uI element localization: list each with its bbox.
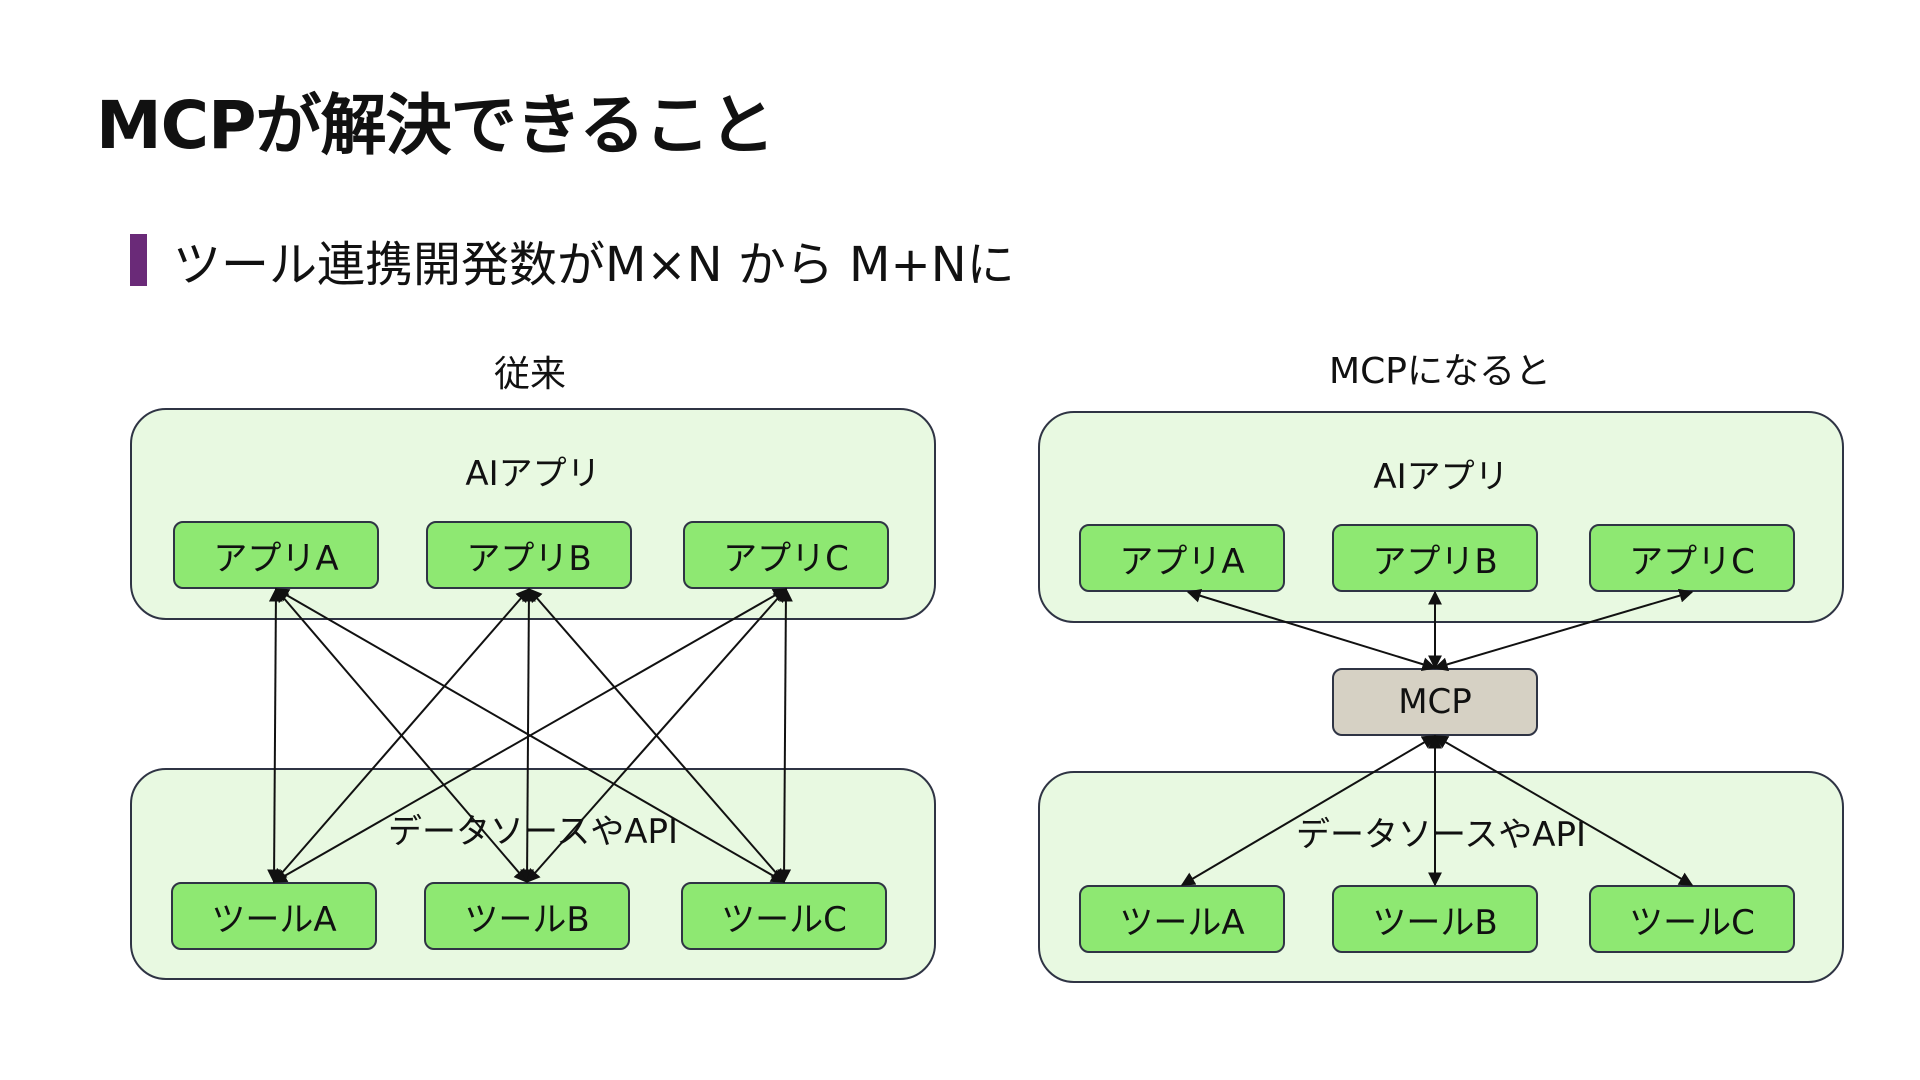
right-tool-c: ツールC	[1589, 885, 1795, 953]
right-ai-app-label: AIアプリ	[1373, 457, 1509, 497]
bullet-point: ツール連携開発数がM×N から M+Nに	[130, 232, 1015, 293]
left-diagram-title: 従来	[493, 354, 566, 395]
mcp-hub: MCP	[1332, 668, 1538, 736]
right-app-a: アプリA	[1079, 524, 1285, 592]
right-diagram-title: MCPになると	[1329, 351, 1551, 392]
right-tool-a: ツールA	[1079, 885, 1285, 953]
right-app-c: アプリC	[1589, 524, 1795, 592]
bullet-bar	[130, 234, 147, 286]
left-app-c: アプリC	[683, 521, 889, 589]
right-app-b: アプリB	[1332, 524, 1538, 592]
right-tool-b: ツールB	[1332, 885, 1538, 953]
bullet-text: ツール連携開発数がM×N から M+Nに	[173, 237, 1015, 293]
left-data-source-label: データソースやAPI	[387, 812, 679, 852]
left-tool-c: ツールC	[681, 882, 887, 950]
left-app-a: アプリA	[173, 521, 379, 589]
left-tool-b: ツールB	[424, 882, 630, 950]
left-tool-a: ツールA	[171, 882, 377, 950]
left-app-b: アプリB	[426, 521, 632, 589]
right-data-source-label: データソースやAPI	[1295, 815, 1587, 855]
slide-title: MCPが解決できること	[96, 87, 775, 164]
left-ai-app-label: AIアプリ	[465, 454, 601, 494]
